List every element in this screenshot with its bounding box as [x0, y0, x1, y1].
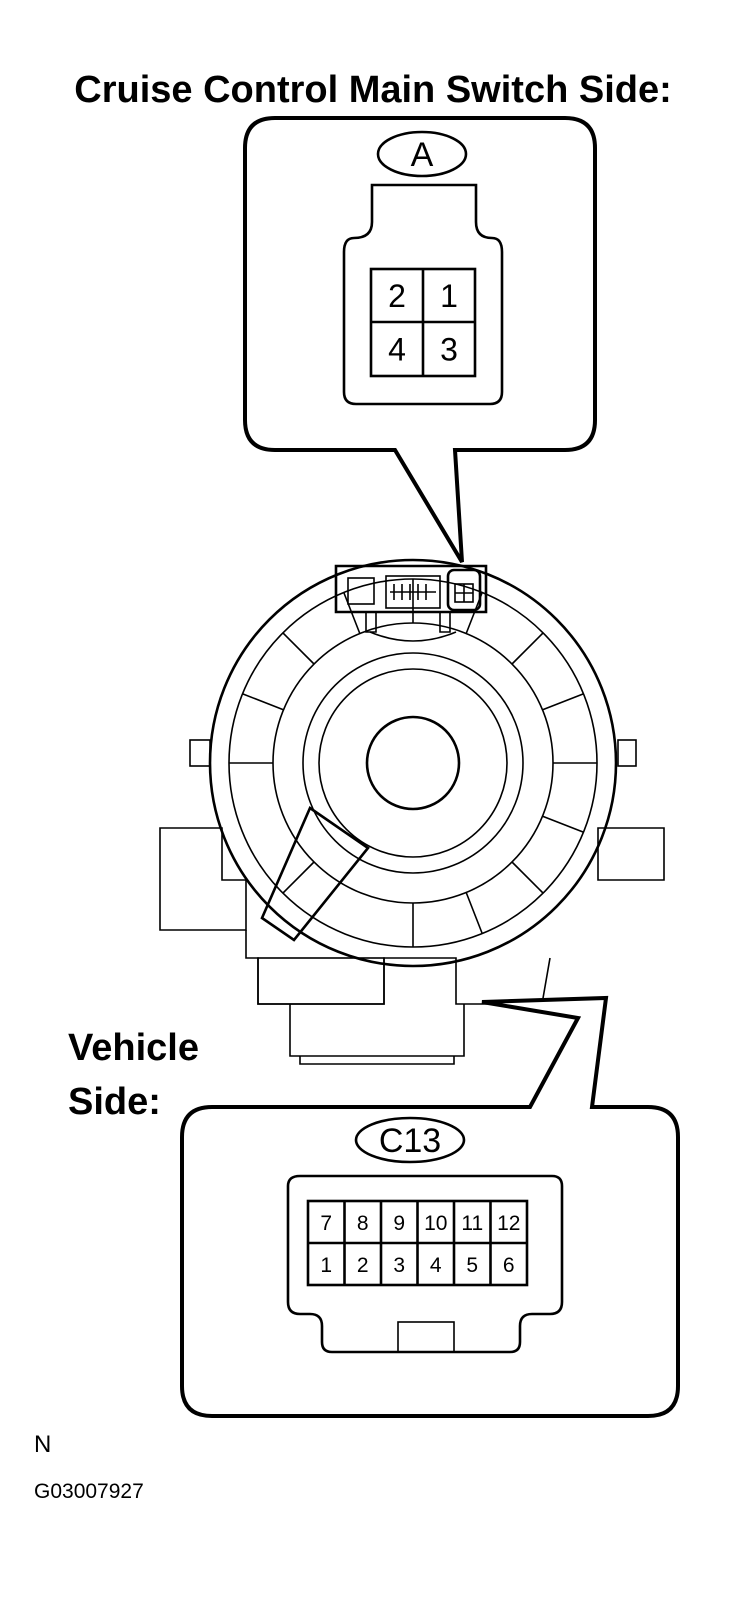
connector-c13-pin: 8	[357, 1212, 369, 1235]
body-connector-a-port	[446, 568, 482, 612]
connector-a-pin: 4	[388, 331, 406, 367]
connector-a-pin: 3	[440, 331, 458, 367]
connector-a-tag	[376, 130, 468, 178]
footer-mark: N	[34, 1431, 51, 1458]
body-top-connectors	[334, 564, 488, 614]
connector-c13-pin: 1	[320, 1254, 332, 1277]
connector-a-pin: 1	[440, 278, 458, 314]
connector-a-housing	[342, 183, 504, 406]
spiral-cable-body	[159, 558, 665, 1065]
vehicle-side-label-line1: Vehicle	[68, 1027, 199, 1069]
connector-c13-pin: 10	[424, 1212, 447, 1235]
connector-c13-pin: 12	[497, 1212, 520, 1235]
vehicle-side-label-line2: Side:	[68, 1081, 161, 1123]
callout-c13-bubble	[180, 995, 680, 1418]
connector-c13-pin: 6	[503, 1254, 515, 1277]
connector-c13-pin: 7	[320, 1212, 332, 1235]
diagram-title: Cruise Control Main Switch Side:	[74, 69, 672, 111]
connector-c13-label: C13	[379, 1122, 441, 1160]
connector-c13-tag	[354, 1116, 466, 1164]
connector-c13-pin: 4	[430, 1254, 442, 1277]
steering-shaft-hole	[365, 715, 461, 811]
callout-a-bubble	[243, 116, 597, 564]
connector-c13-pin: 9	[393, 1212, 405, 1235]
connector-a-label: A	[411, 136, 434, 174]
flat-cable	[260, 806, 370, 942]
connector-c13-pin: 11	[461, 1212, 483, 1235]
connector-c13-pin: 3	[393, 1254, 405, 1277]
connector-c13-pin: 5	[466, 1254, 478, 1277]
connector-c13-housing	[286, 1174, 564, 1354]
connector-a-pin: 2	[388, 278, 406, 314]
figure-code: G03007927	[34, 1480, 144, 1503]
connector-c13-pin: 2	[357, 1254, 369, 1277]
